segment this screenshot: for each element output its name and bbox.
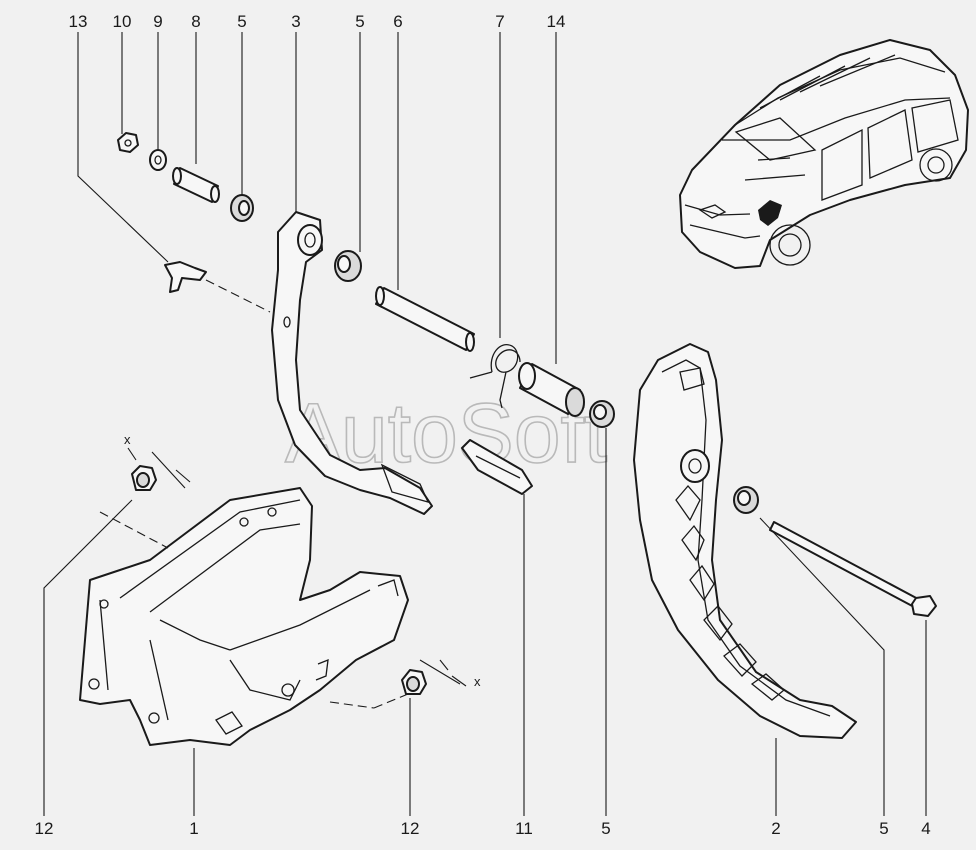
axis-label-x-left: x xyxy=(124,432,131,447)
part-8-spacer-tube xyxy=(172,167,220,203)
callouts-top: 13 10 9 8 5 3 5 6 7 14 xyxy=(69,12,566,31)
leader-lines xyxy=(43,32,927,816)
axis-mark-right: x xyxy=(419,659,481,689)
callout-12-right: 12 xyxy=(401,819,420,838)
part-12-nut-right xyxy=(401,669,427,695)
axis-mark-left: x xyxy=(124,432,191,489)
callout-5-center: 5 xyxy=(355,12,364,31)
part-6-pedal-shaft xyxy=(375,286,475,352)
callout-14: 14 xyxy=(547,12,566,31)
callout-9: 9 xyxy=(153,12,162,31)
part-13-clip xyxy=(164,261,207,293)
callout-5-left: 5 xyxy=(237,12,246,31)
part-14-bushing xyxy=(518,362,585,417)
callout-8: 8 xyxy=(191,12,200,31)
callout-3: 3 xyxy=(291,12,300,31)
part-10-nut xyxy=(117,132,139,153)
part-2-brake-pedal xyxy=(633,343,857,739)
callout-5-brake: 5 xyxy=(879,819,888,838)
part-5-bushing-center xyxy=(334,250,362,282)
callout-2: 2 xyxy=(771,819,780,838)
callout-5-bottom: 5 xyxy=(601,819,610,838)
part-9-washer xyxy=(149,149,167,171)
part-5-bushing-right xyxy=(589,400,615,428)
part-3-pedal-arm xyxy=(271,211,433,515)
callout-10: 10 xyxy=(113,12,132,31)
callout-4: 4 xyxy=(921,819,930,838)
part-7-return-spring xyxy=(469,344,521,409)
callouts-bottom: 12 1 12 11 5 2 5 4 xyxy=(35,819,931,838)
axis-label-x-right: x xyxy=(474,674,481,689)
callout-6: 6 xyxy=(393,12,402,31)
part-5-bushing-brake xyxy=(733,486,759,514)
callout-12-left: 12 xyxy=(35,819,54,838)
callout-1: 1 xyxy=(189,819,198,838)
callout-7: 7 xyxy=(495,12,504,31)
car-location-thumbnail xyxy=(679,39,969,269)
callout-13: 13 xyxy=(69,12,88,31)
part-1-pedal-bracket xyxy=(79,487,409,746)
part-5-bushing-left xyxy=(230,194,254,222)
assembly-guide-lines xyxy=(99,279,409,709)
callout-11: 11 xyxy=(515,819,533,838)
part-11-pedal-pad xyxy=(461,439,533,495)
part-4-bolt xyxy=(769,521,937,617)
part-12-nut-left xyxy=(131,465,157,491)
